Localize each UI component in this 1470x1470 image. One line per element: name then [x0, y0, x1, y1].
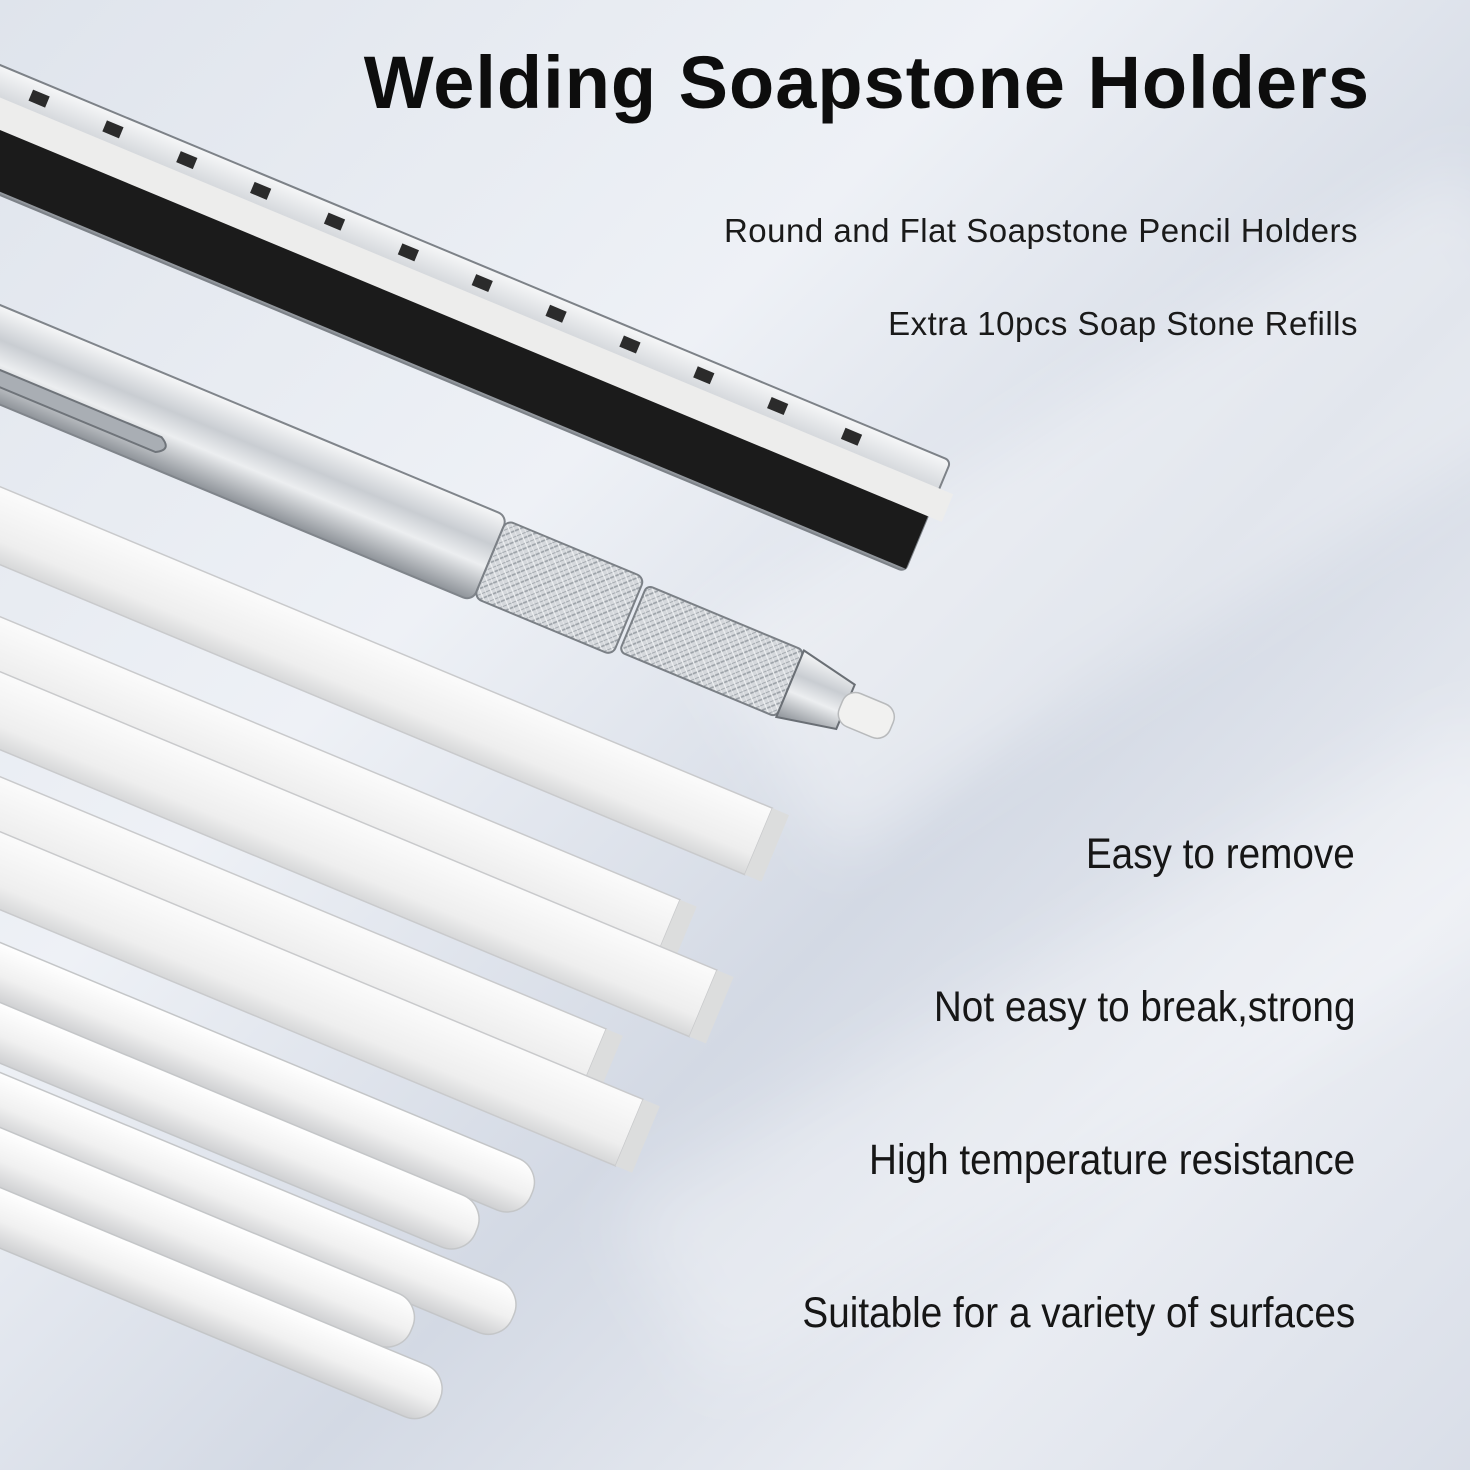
- pocket-clip: [0, 343, 167, 454]
- subtitle-holders: Round and Flat Soapstone Pencil Holders: [723, 212, 1358, 249]
- feature-strong: Not easy to break,strong: [933, 983, 1355, 1031]
- feature-heat-resistance: High temperature resistance: [868, 1136, 1355, 1184]
- feature-easy-remove: Easy to remove: [1086, 830, 1355, 878]
- knurled-grip-1: [475, 521, 644, 654]
- product-title: Welding Soapstone Holders: [363, 41, 1370, 124]
- round-soapstone-tip: [837, 691, 896, 740]
- holder-channel-inner: [0, 100, 930, 569]
- round-soapstone-holder: [0, 291, 896, 740]
- pencil-tip-cone: [774, 648, 856, 731]
- subtitle-refills: Extra 10pcs Soap Stone Refills: [888, 305, 1358, 342]
- round-refill: [0, 1182, 443, 1420]
- round-refill: [0, 997, 480, 1250]
- knurled-grip-2: [620, 586, 804, 717]
- flat-soapstone-refills: [0, 469, 790, 1173]
- flat-soapstone-holder: [0, 50, 954, 571]
- feature-surfaces: Suitable for a variety of surfaces: [802, 1289, 1355, 1337]
- round-soapstone-refills: [0, 937, 536, 1420]
- soapstone-in-holder: [0, 77, 954, 522]
